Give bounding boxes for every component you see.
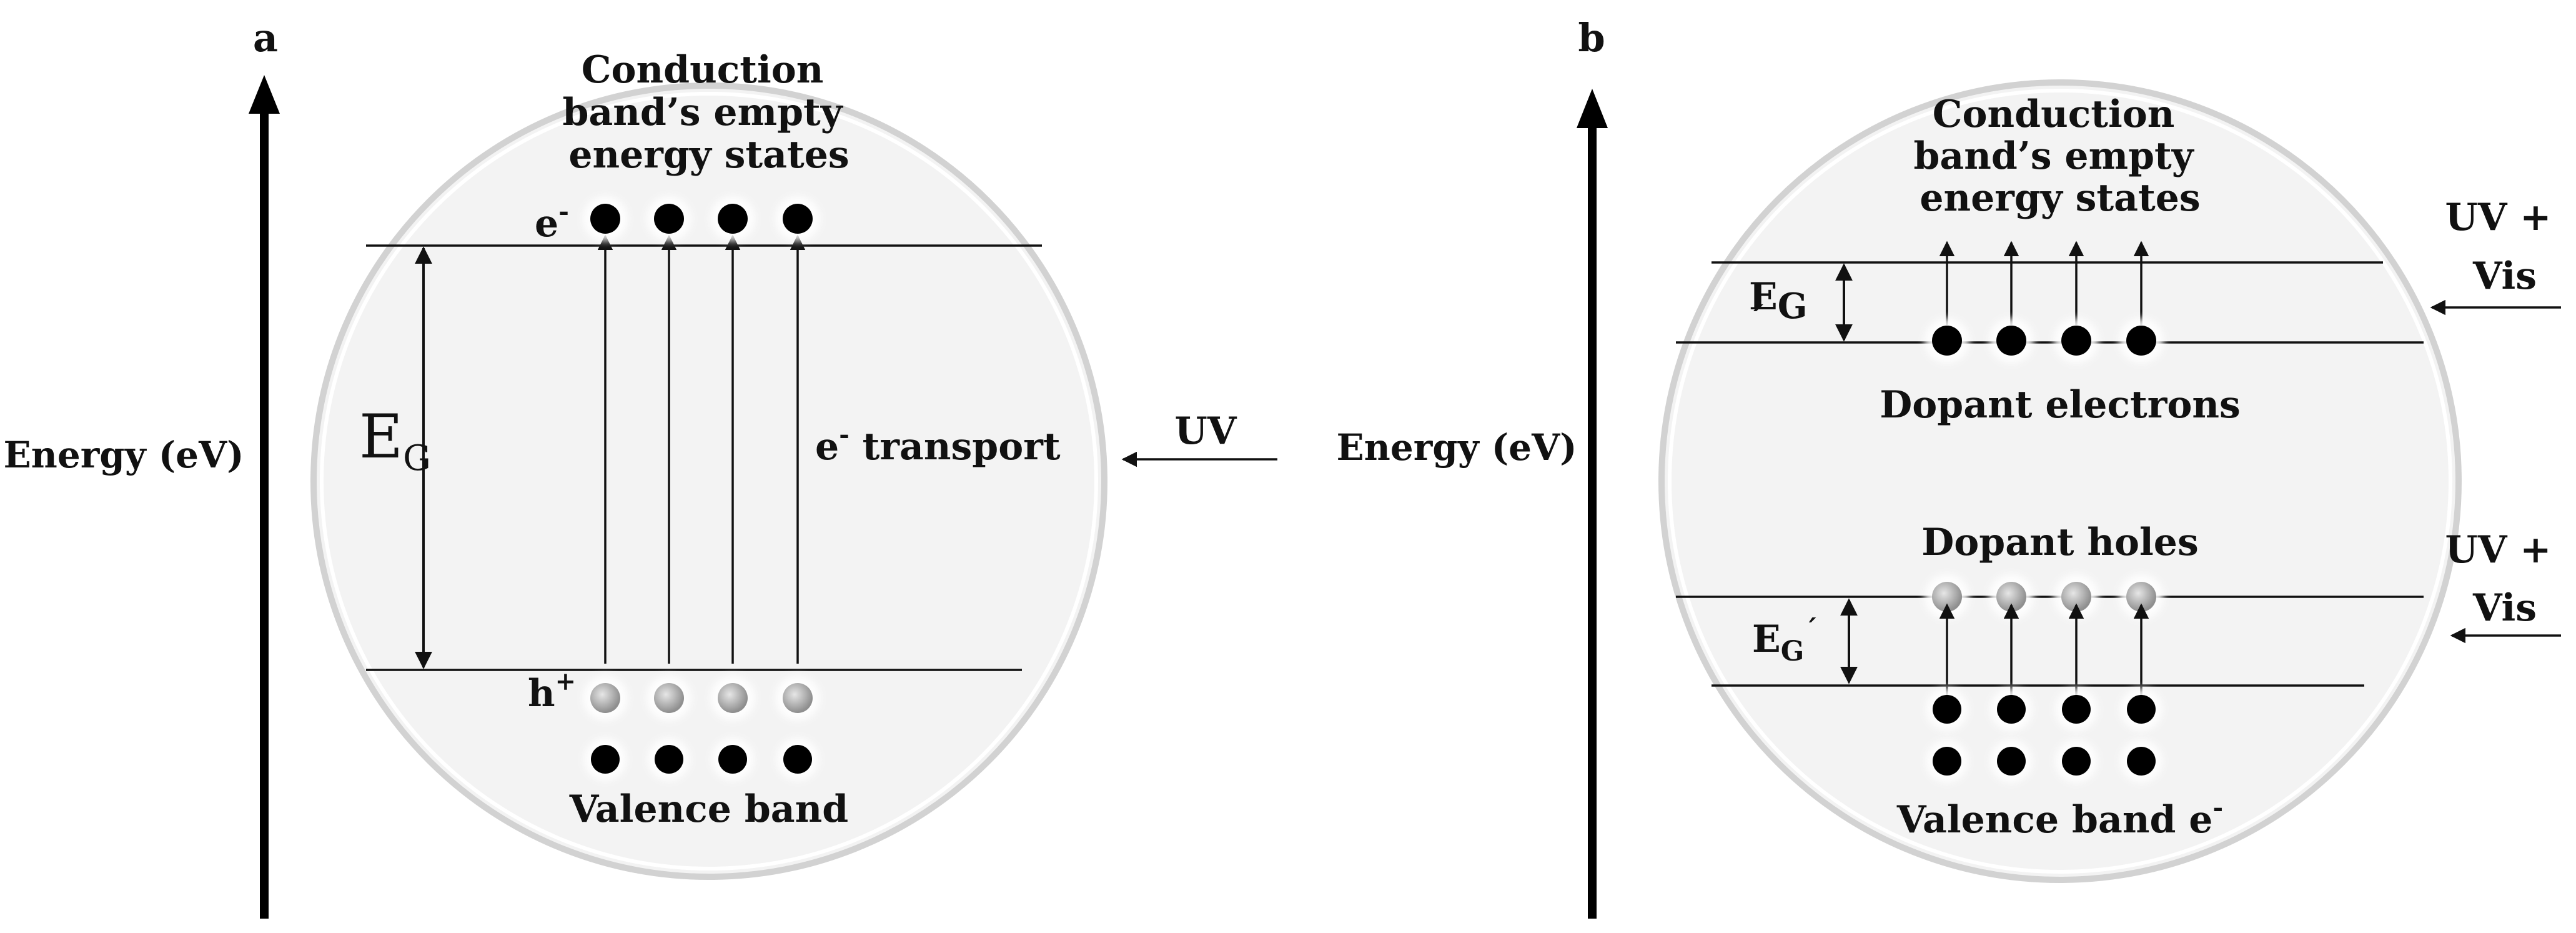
panel-b-light-label-top: UV + Vis bbox=[2445, 196, 2565, 298]
panel-a-transport-label: e- transport bbox=[815, 420, 1061, 469]
panel-b-upper-gap-prime: ´ bbox=[1747, 300, 1766, 344]
panel-a-zoom-circle bbox=[310, 82, 1107, 880]
electron bbox=[654, 204, 684, 234]
panel-a-light-label: UV bbox=[1175, 409, 1237, 453]
panel-a-electron-symbol: e- bbox=[535, 197, 569, 246]
panel-b-light-label-bottom: UV + Vis bbox=[2445, 528, 2565, 630]
panel-a-hole-symbol: h+ bbox=[528, 667, 576, 716]
hole bbox=[783, 683, 813, 713]
electron bbox=[1996, 326, 2026, 356]
panel-a-axis-label: Energy (eV) bbox=[3, 434, 244, 476]
electron bbox=[783, 204, 813, 234]
electron bbox=[718, 204, 748, 234]
panel-a-conduction-label: Conduction band’s empty energy states bbox=[562, 48, 855, 177]
panel-b-upper-gap-label: EG bbox=[1749, 275, 1808, 327]
electron bbox=[655, 745, 683, 774]
electron bbox=[783, 745, 812, 774]
electron bbox=[2062, 695, 2091, 724]
panel-a-holes bbox=[583, 676, 820, 721]
panel-b-letter: b bbox=[1578, 15, 1605, 61]
electron bbox=[1997, 695, 2026, 724]
panel-a-valence-electrons bbox=[584, 738, 819, 781]
hole bbox=[718, 683, 748, 713]
electron bbox=[2127, 747, 2156, 776]
electron bbox=[1932, 326, 1962, 356]
panel-b-lower-gap-label: EG´ bbox=[1752, 614, 1818, 667]
electron bbox=[1997, 747, 2026, 776]
electron bbox=[1933, 747, 1961, 776]
panel-a-gap-label: EG bbox=[359, 402, 431, 479]
hole bbox=[590, 683, 620, 713]
panel-b-axis-arrowhead bbox=[1577, 89, 1608, 128]
electron bbox=[2062, 747, 2091, 776]
panel-b-dopant-electrons bbox=[1925, 318, 2164, 363]
panel-b-valence-label: Valence band e- bbox=[1896, 793, 2223, 842]
electron bbox=[718, 745, 747, 774]
electron bbox=[2061, 326, 2091, 356]
panel-b-valence-electrons bbox=[1926, 688, 2162, 782]
electron bbox=[2126, 326, 2156, 356]
panel-b-dopant-electrons-label: Dopant electrons bbox=[1880, 383, 2241, 427]
electron bbox=[1933, 695, 1961, 724]
panel-b-zoom-circle bbox=[1658, 79, 2462, 883]
panel-b: b Energy (eV) Conduction band’s empty en… bbox=[1336, 15, 2565, 919]
panel-b-dopant-holes-label: Dopant holes bbox=[1921, 521, 2199, 564]
electron bbox=[590, 204, 620, 234]
hole bbox=[654, 683, 684, 713]
panel-b-axis-label: Energy (eV) bbox=[1336, 426, 1577, 469]
panel-a-conduction-electrons bbox=[583, 196, 820, 241]
panel-b-conduction-label: Conduction band’s empty energy states bbox=[1913, 92, 2206, 220]
panel-a: a Energy (eV) Conduction band’s empty en… bbox=[3, 15, 1277, 919]
panel-a-axis-arrowhead bbox=[249, 75, 280, 114]
panel-a-valence-label: Valence band bbox=[569, 787, 849, 831]
electron bbox=[2127, 695, 2156, 724]
electron bbox=[591, 745, 620, 774]
panel-a-letter: a bbox=[253, 15, 278, 61]
